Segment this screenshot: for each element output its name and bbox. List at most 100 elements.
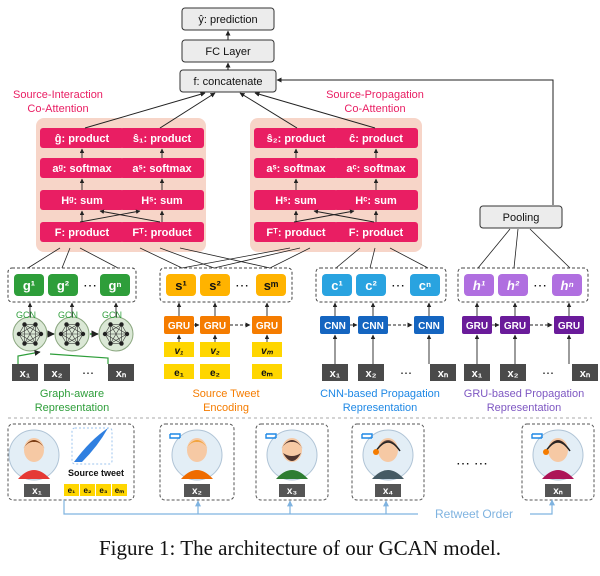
cnn-input <box>322 364 348 381</box>
source-propagation-subtitle: Co-Attention <box>344 103 405 115</box>
left-source-step-1: ŝ₁: product <box>120 128 204 148</box>
gru-branch-cell-label: GRU <box>558 321 580 332</box>
cnn-cell-label: CNN <box>324 321 346 332</box>
to-concat-arrows <box>84 77 554 205</box>
source-token-label: e₁ <box>68 486 76 495</box>
right-cnn-step-1: ĉ: product <box>334 128 418 148</box>
left-source-step-label: ŝ₁: product <box>133 133 192 145</box>
source-gru-cell <box>252 316 282 334</box>
gru-node <box>552 274 582 296</box>
cnn-node <box>410 274 440 296</box>
source-node <box>256 274 286 296</box>
source-node <box>200 274 230 296</box>
left-graph-step-2: aᵍ: softmax <box>40 158 124 178</box>
cnn-ellipsis: ⋯ <box>400 366 412 380</box>
source-interaction-title: Source-Interaction <box>13 89 103 101</box>
left-graph-step-1: ĝ: product <box>40 128 124 148</box>
graph-node <box>48 274 78 296</box>
graph-input-label: xₙ <box>116 368 127 380</box>
left-source-step-2: aˢ: softmax <box>120 158 204 178</box>
graph-input <box>108 364 134 381</box>
source-label-1: Source Tweet <box>192 388 259 400</box>
gru-input <box>464 364 490 381</box>
cnn-cell <box>358 316 388 334</box>
cnn-ellipsis: ⋯ <box>391 277 405 293</box>
left-source-step-label: Fᵀ: product <box>132 227 191 239</box>
rep-to-coatt-arrows <box>27 228 571 269</box>
gcn-network-icon <box>54 316 90 352</box>
cnn-input-label: x₂ <box>365 368 376 380</box>
user-x-label: x₁ <box>32 486 42 497</box>
pooling-box <box>479 205 563 229</box>
source-token <box>112 484 127 496</box>
user-x-box <box>279 484 305 497</box>
source-propagation-title: Source-Propagation <box>326 89 424 101</box>
user-card: x₃ <box>255 423 329 501</box>
source-e-cell <box>200 364 230 379</box>
gru-branch-cell <box>554 316 584 334</box>
source-e-label: e₂ <box>210 368 220 379</box>
prediction-box <box>181 7 275 31</box>
left-source-step-label: aˢ: softmax <box>132 163 192 175</box>
right-source-step-4: Fᵀ: product <box>254 222 338 242</box>
gru-node-label: h² <box>507 278 520 293</box>
left-graph-step-label: Hᵍ: sum <box>61 195 103 207</box>
graph-node-label: g¹ <box>23 278 35 293</box>
source-v-label: v₁ <box>174 346 184 357</box>
user-card: xₙ <box>521 423 595 501</box>
right-cnn-step-2: aᶜ: softmax <box>334 158 418 178</box>
right-cnn-step-label: ĉ: product <box>349 133 403 145</box>
user-x-label: x₄ <box>383 486 394 497</box>
source-representation-box <box>159 267 293 303</box>
cnn-label-2: Representation <box>343 402 418 414</box>
cnn-label-1: CNN-based Propagation <box>320 388 440 400</box>
source-token-label: eₘ <box>115 486 124 495</box>
source-v-cell <box>200 342 230 357</box>
gru-node <box>498 274 528 296</box>
user-card: x₁ <box>7 423 135 501</box>
graph-ellipsis: ⋯ <box>82 366 94 380</box>
source-token <box>64 484 79 496</box>
gru-ellipsis: ⋯ <box>542 366 554 380</box>
right-source-step-2: aˢ: softmax <box>254 158 338 178</box>
figure-caption: Figure 1: The architecture of our GCAN m… <box>98 536 501 560</box>
gru-branch-cell <box>462 316 492 334</box>
cnn-input <box>430 364 456 381</box>
cnn-node-label: c² <box>365 278 377 293</box>
cnn-cell <box>320 316 350 334</box>
gru-label-1: GRU-based Propagation <box>464 388 584 400</box>
source-token <box>80 484 95 496</box>
gru-branch-cell <box>500 316 530 334</box>
source-token <box>96 484 111 496</box>
source-e-cell <box>252 364 282 379</box>
cnn-input-label: x₁ <box>330 368 341 380</box>
source-label-2: Encoding <box>203 402 249 414</box>
left-source-step-3: Hˢ: sum <box>120 190 204 210</box>
retweet-icon <box>265 433 277 439</box>
cnn-representation-box <box>315 267 447 303</box>
gru-branch-cell-label: GRU <box>466 321 488 332</box>
gru-node <box>464 274 494 296</box>
top-stack: ŷ: prediction FC Layer f: concatenate <box>179 7 277 93</box>
left-source-step-label: Hˢ: sum <box>141 195 183 207</box>
right-source-step-1: ŝ₂: product <box>254 128 338 148</box>
user-x-label: xₙ <box>553 486 563 497</box>
cnn-cell-label: CNN <box>362 321 384 332</box>
cnn-cell-label: CNN <box>418 321 440 332</box>
fc-layer-label: FC Layer <box>205 46 251 58</box>
cnn-node-label: cⁿ <box>419 278 431 293</box>
user-card: x₄ <box>351 423 425 501</box>
right-source-step-label: ŝ₂: product <box>267 133 326 145</box>
source-token-label: e₃ <box>99 486 107 495</box>
retweet-icon <box>169 433 181 439</box>
gcn-label: GCN <box>16 310 36 320</box>
source-e-cell <box>164 364 194 379</box>
gru-input <box>500 364 526 381</box>
cnn-node-label: c¹ <box>331 278 343 293</box>
right-cnn-step-4: F: product <box>334 222 418 242</box>
user-x-label: x₃ <box>287 486 298 497</box>
source-tweet-label: Source tweet <box>68 468 124 478</box>
